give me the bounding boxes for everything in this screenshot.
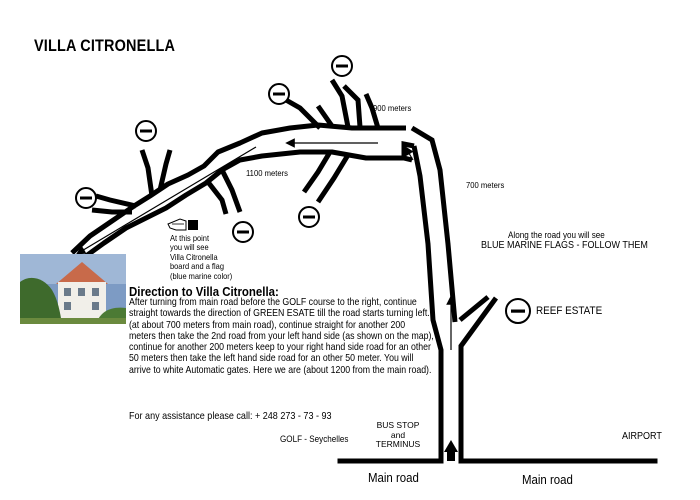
no-entry-icon bbox=[135, 120, 157, 142]
no-entry-icon bbox=[331, 55, 353, 77]
point-note-line: you will see bbox=[170, 242, 209, 253]
no-entry-icon bbox=[268, 83, 290, 105]
main-road-label-right: Main road bbox=[522, 472, 573, 487]
point-note-line: Villa Citronella bbox=[170, 251, 218, 262]
directions-heading: Direction to Villa Citronella: bbox=[129, 284, 279, 299]
flags-note-line2: BLUE MARINE FLAGS - FOLLOW THEM bbox=[481, 240, 648, 251]
main-road-label-left: Main road bbox=[368, 470, 419, 485]
side-branches bbox=[91, 78, 381, 215]
point-note-line: board and a flag bbox=[170, 261, 224, 272]
assistance-phone: For any assistance please call: + 248 27… bbox=[129, 410, 332, 422]
airport-label: AIRPORT bbox=[622, 431, 662, 442]
golf-label: GOLF - Seychelles bbox=[280, 434, 349, 444]
entrance-arrow-icon bbox=[444, 440, 458, 461]
page-title: VILLA CITRONELLA bbox=[34, 36, 176, 55]
flags-note-line1: Along the road you will see bbox=[508, 230, 605, 240]
route-arrows bbox=[75, 138, 456, 350]
point-note-line: At this point bbox=[170, 233, 210, 243]
villa-photo bbox=[20, 254, 126, 324]
no-entry-icon bbox=[232, 221, 254, 243]
distance-label-1100: 1100 meters bbox=[246, 168, 288, 178]
reef-estate-label: REEF ESTATE bbox=[536, 305, 603, 317]
no-entry-icon bbox=[75, 187, 97, 209]
distance-label-900: 900 meters bbox=[373, 103, 412, 113]
bus-stop-label: BUS STOP and TERMINUS bbox=[372, 420, 424, 450]
winding-road bbox=[70, 122, 406, 259]
bus-stop-line2: and bbox=[390, 429, 406, 440]
bus-stop-line1: BUS STOP bbox=[376, 420, 420, 430]
distance-label-700: 700 meters bbox=[466, 180, 505, 190]
no-entry-icon bbox=[505, 298, 531, 324]
access-road bbox=[401, 125, 499, 461]
no-entry-icon bbox=[298, 206, 320, 228]
bus-stop-line3: TERMINUS bbox=[375, 439, 421, 449]
no-entry-signs bbox=[75, 55, 531, 324]
point-note: At this point you will see Villa Citrone… bbox=[170, 233, 233, 281]
point-note-line: (blue marine color) bbox=[170, 270, 233, 281]
directions-body: After turning from main road before the … bbox=[129, 297, 434, 376]
pointing-hand-icon bbox=[167, 218, 198, 231]
